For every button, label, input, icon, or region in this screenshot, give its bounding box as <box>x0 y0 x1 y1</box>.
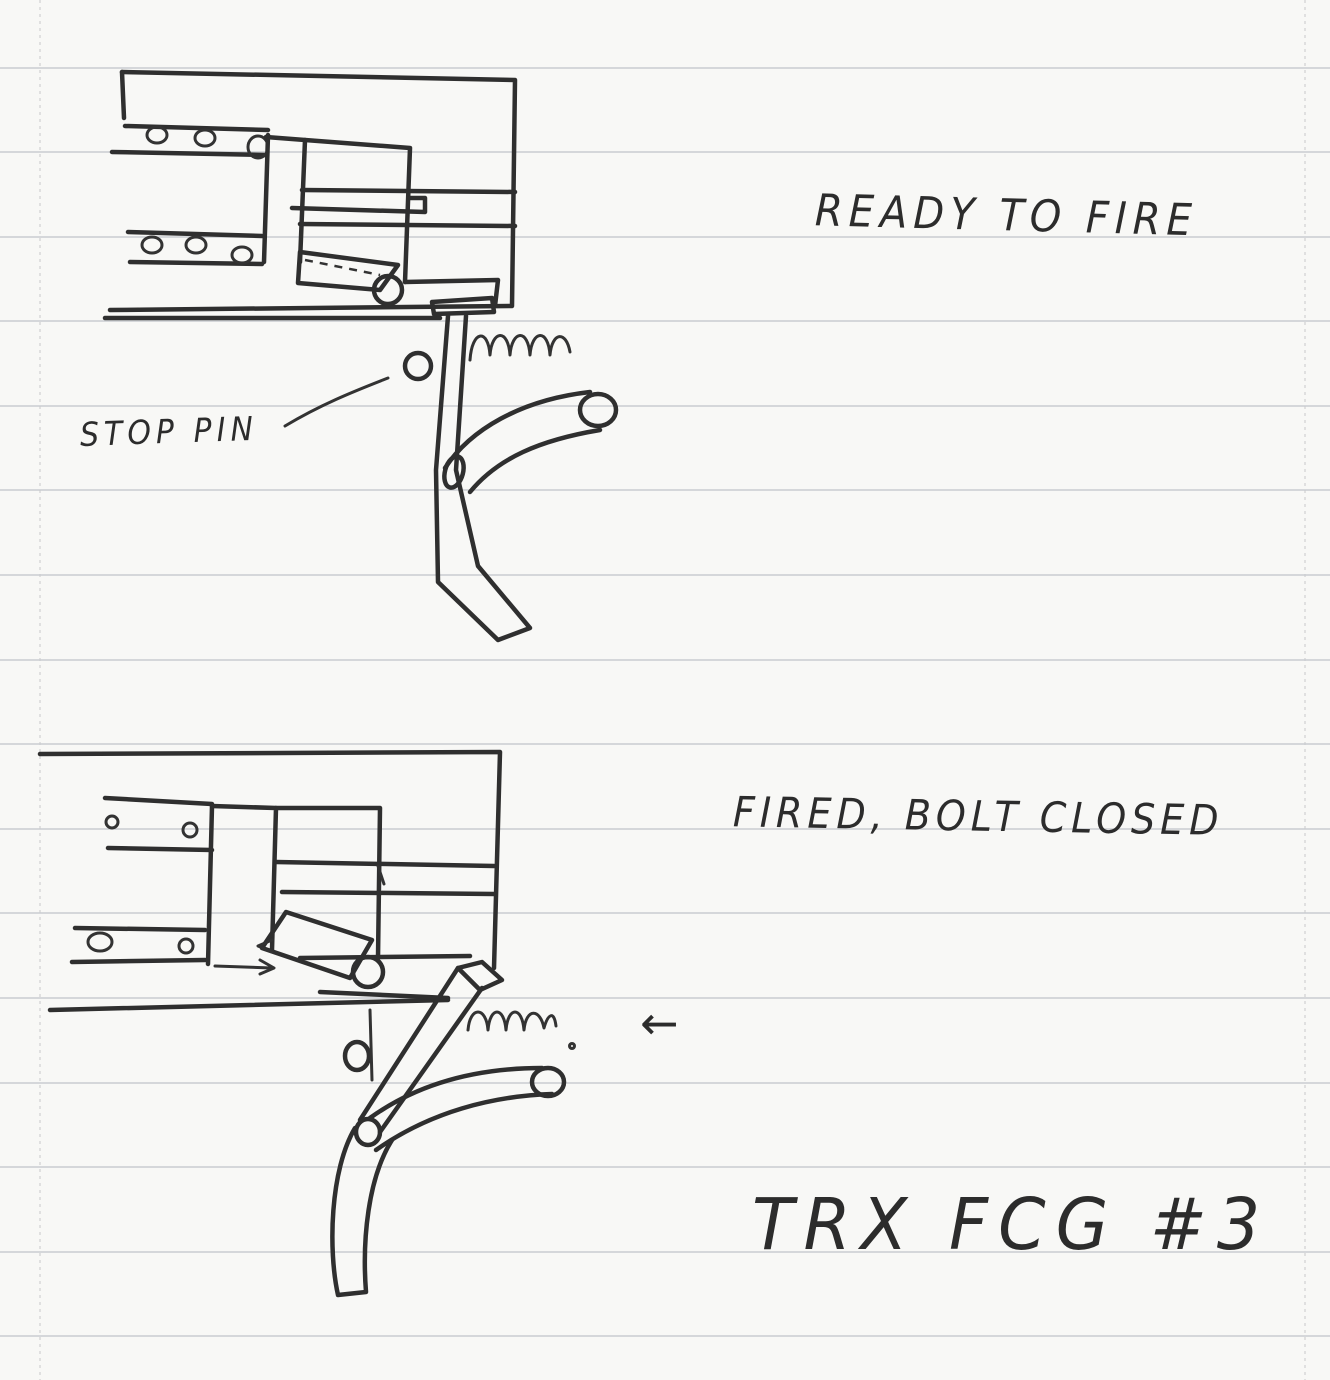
receiver-bottom-2 <box>47 997 451 1013</box>
lower-rail-bottom-2 <box>69 957 208 965</box>
trigger-nose-2 <box>455 959 505 993</box>
trigger-pivot-2 <box>353 1116 383 1148</box>
bolt-block-left-2 <box>205 803 215 967</box>
trigger-shoe-2 <box>330 1125 395 1298</box>
sketch-ready-to-fire <box>102 69 619 643</box>
stop-pin-2 <box>342 1039 372 1073</box>
trigger-pivot <box>442 454 466 490</box>
bolt-block-right-2 <box>209 803 279 953</box>
lower-spring-coils <box>140 235 254 265</box>
trigger-bar-left-2 <box>357 965 461 1123</box>
upper-rail-bottom <box>109 149 269 158</box>
lower-coil-2b <box>177 937 195 955</box>
firing-pin-tab-2 <box>376 864 386 886</box>
return-arm-end-pin <box>577 391 619 429</box>
upper-rail-top <box>122 123 271 133</box>
page-title: TRX FCG #3 <box>752 1184 1271 1267</box>
trigger-spring <box>468 334 572 362</box>
hammer-lever-2 <box>259 909 375 981</box>
disconnector-shelf-2 <box>297 953 473 961</box>
lower-coil-2a <box>86 931 114 953</box>
stop-pin-leader-line <box>283 376 390 428</box>
firing-pin-tab <box>289 195 428 215</box>
label-fired-bolt-closed: FIRED, BOLT CLOSED <box>732 787 1224 845</box>
stop-pin-guide-2 <box>368 1008 374 1082</box>
sear-arrow-head <box>258 958 276 976</box>
label-ready-to-fire: READY TO FIRE <box>814 185 1199 247</box>
sear-arrow-line <box>213 964 274 970</box>
bolt-block-right <box>263 134 308 265</box>
disconnector-shelf <box>402 277 501 309</box>
hammer-pivot-pin-2 <box>350 954 386 990</box>
stop-pin <box>402 350 434 382</box>
lower-rail-top <box>125 229 265 239</box>
return-arm-upper <box>442 389 593 471</box>
receiver-housing-2 <box>37 749 503 971</box>
sketch-fired-bolt-closed <box>37 749 576 1298</box>
return-arm-end-pin-2 <box>529 1065 567 1099</box>
upper-rail-top-2 <box>102 795 215 807</box>
sear-lever <box>295 249 401 293</box>
receiver-left-edge <box>119 69 127 121</box>
trigger-bar-right-2 <box>377 985 485 1135</box>
trigger-nose <box>429 295 497 317</box>
hammer-box <box>302 137 413 285</box>
upper-rail-bottom-2 <box>105 845 215 853</box>
return-arm-upper-2 <box>367 1065 545 1121</box>
left-arrow-icon: ← <box>640 996 679 1050</box>
firing-pin-line-top <box>299 187 518 195</box>
trigger-bar <box>433 313 533 643</box>
label-stop-pin: STOP PIN <box>79 410 259 455</box>
return-arm-lower <box>467 427 603 495</box>
upper-coil-2b <box>181 821 199 839</box>
sear-hidden-line <box>304 258 381 277</box>
trigger-spring-2 <box>466 1010 558 1032</box>
return-arm-lower-2 <box>373 1091 555 1153</box>
firing-pin-line-bottom <box>297 221 518 229</box>
hammer-box-2 <box>273 805 383 961</box>
firing-pin-line-bottom-2 <box>279 889 497 897</box>
lower-rail-top-2 <box>72 925 208 933</box>
spring-dot-2 <box>568 1042 576 1050</box>
firing-pin-line-top-2 <box>273 859 497 869</box>
hammer-tip-2 <box>256 938 274 954</box>
shelf-bottom-2 <box>317 989 451 1001</box>
upper-coil-2a <box>104 814 120 830</box>
hammer-pivot-pin <box>371 273 405 307</box>
bolt-block-left <box>261 132 271 265</box>
